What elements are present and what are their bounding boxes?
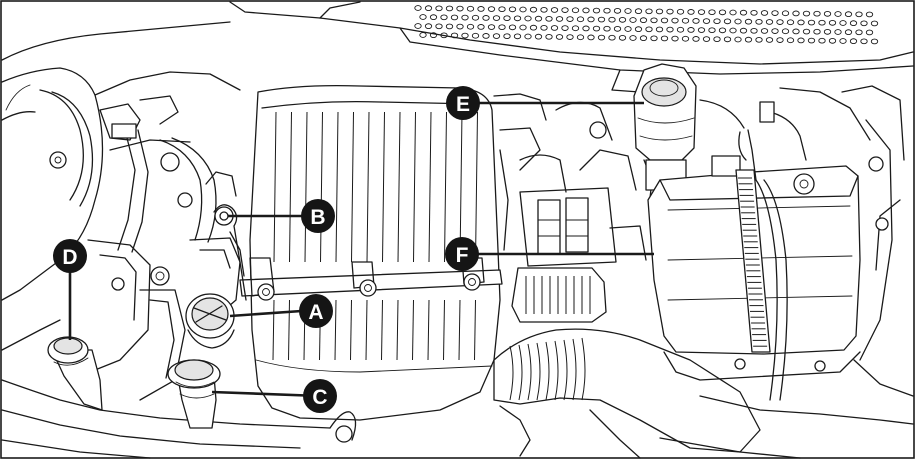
oil-filler-cap (185, 293, 235, 349)
cover-ribs (272, 111, 478, 361)
callout-a-circle (299, 294, 333, 328)
callout-d: D (53, 239, 87, 273)
ecu-area (493, 93, 647, 323)
fuel-rail (229, 231, 503, 301)
callout-b-label: B (310, 206, 325, 229)
callout-e: E (446, 86, 480, 120)
leader-c (211, 390, 321, 398)
right-body-structure (659, 85, 914, 459)
callout-a-label: A (308, 301, 323, 324)
washer-reservoir (47, 336, 103, 411)
left-lower-components (87, 237, 241, 401)
ecu-fins (525, 276, 591, 314)
callout-f-circle (445, 237, 479, 271)
callout-c-label: C (312, 386, 327, 409)
callout-d-label: D (62, 246, 77, 269)
callout-d-circle (53, 239, 87, 273)
engine-cover (249, 84, 501, 421)
callout-f: F (445, 237, 479, 271)
callout-b: B (301, 199, 335, 233)
callout-e-label: E (456, 93, 470, 116)
coolant-cap (167, 359, 221, 429)
callout-c-circle (303, 379, 337, 413)
callout-a: A (299, 294, 333, 328)
battery-strap-teeth (738, 177, 768, 347)
callout-b-circle (301, 199, 335, 233)
callout-e-circle (446, 86, 480, 120)
intake-hose (329, 328, 761, 459)
left-body-structure (1, 21, 331, 459)
dipstick (205, 171, 247, 301)
hose-ribs (509, 337, 586, 401)
cowl-panel (229, 1, 914, 93)
callout-f-label: F (456, 244, 469, 267)
callout-c: C (303, 379, 337, 413)
battery (647, 129, 861, 401)
brake-fluid-reservoir (633, 63, 697, 199)
cowl-vent-holes (414, 5, 879, 45)
